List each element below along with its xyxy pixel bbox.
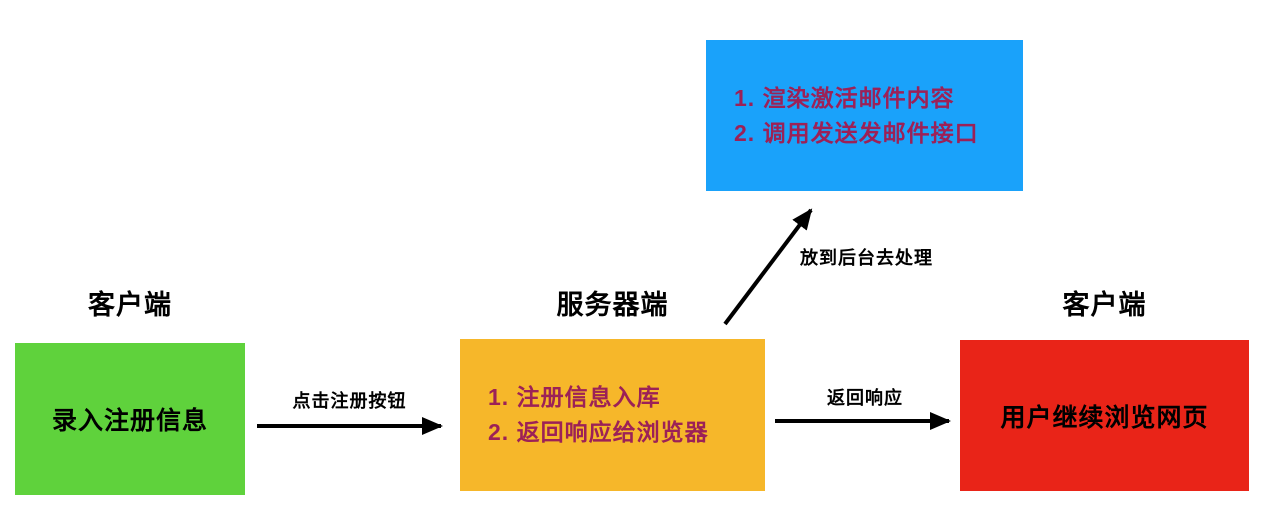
node-server-steps-line-1: 1. 注册信息入库 bbox=[488, 384, 661, 410]
arrow-label-return-response: 返回响应 bbox=[827, 388, 903, 408]
lane-header-client-left: 客户端 bbox=[88, 290, 172, 320]
lane-header-server: 服务器端 bbox=[556, 290, 669, 320]
node-client-input: 录入注册信息 bbox=[15, 343, 245, 495]
lane-header-client-right: 客户端 bbox=[1062, 290, 1147, 320]
arrow-label-click-register: 点击注册按钮 bbox=[292, 391, 407, 411]
node-background-task-line-1: 1. 渲染激活邮件内容 bbox=[734, 84, 955, 111]
node-background-task-line-2: 2. 调用发送发邮件接口 bbox=[734, 119, 979, 146]
node-server-steps-line-2: 2. 返回响应给浏览器 bbox=[488, 419, 709, 445]
node-background-task: 1. 渲染激活邮件内容 2. 调用发送发邮件接口 bbox=[706, 40, 1023, 191]
node-client-input-label: 录入注册信息 bbox=[51, 407, 208, 435]
node-client-result: 用户继续浏览网页 bbox=[960, 340, 1249, 491]
arrow-label-background-process: 放到后台去处理 bbox=[800, 248, 933, 268]
node-server-steps: 1. 注册信息入库 2. 返回响应给浏览器 bbox=[460, 339, 765, 491]
node-client-result-label: 用户继续浏览网页 bbox=[1000, 403, 1209, 432]
